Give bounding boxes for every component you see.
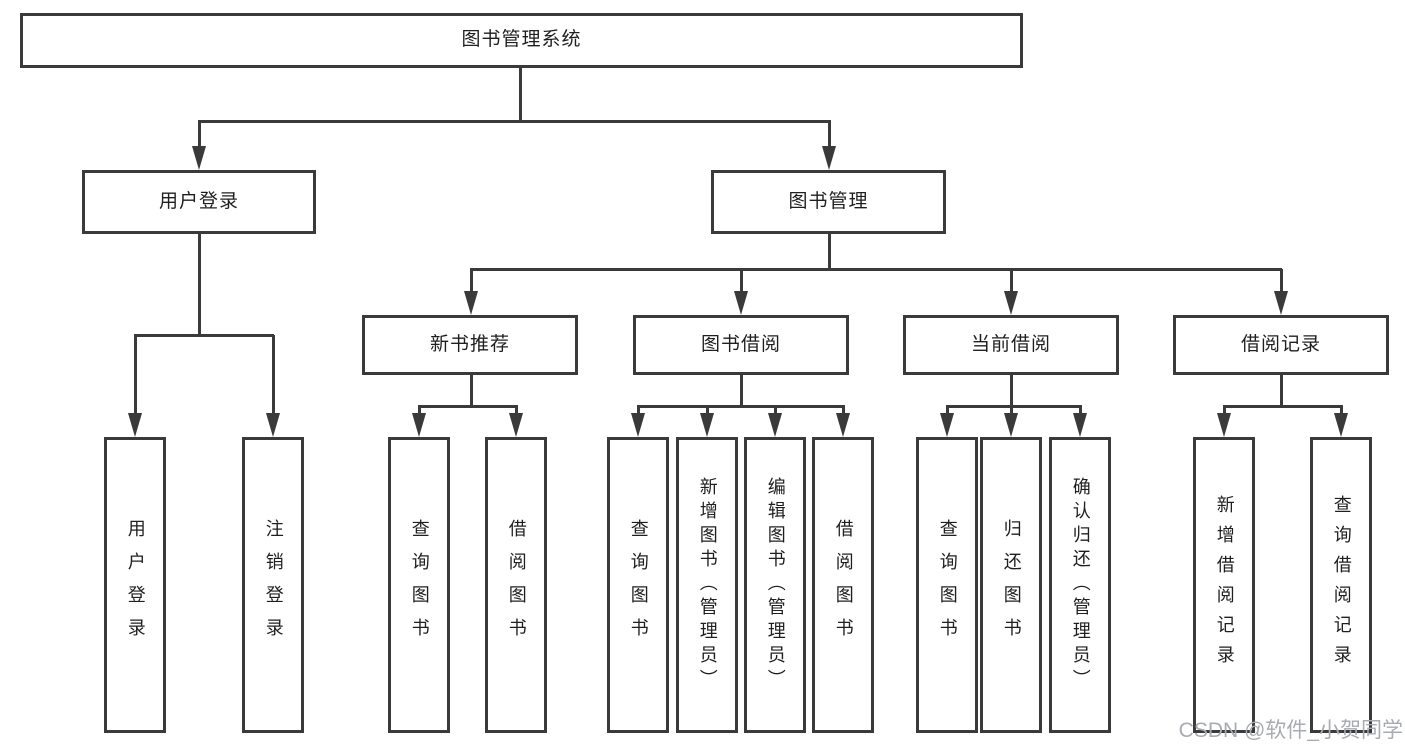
leaf-borrowing-borrow-books: 借阅图书 [812, 437, 874, 733]
connector-rail [418, 405, 518, 408]
connector-stem [1340, 406, 1343, 416]
node-new-book-recommendation: 新书推荐 [362, 315, 578, 375]
leaf-records-add-record-label: 新增借阅记录 [1214, 495, 1235, 675]
connector-stub [470, 374, 473, 407]
node-book-borrowing-label: 图书借阅 [700, 333, 781, 355]
arrow-down-icon [128, 413, 142, 437]
connector-stem [946, 406, 949, 416]
leaf-recommend-query-books-label: 查询图书 [409, 519, 430, 651]
connector-user-login-rail [134, 334, 274, 337]
arrow-down-icon [1217, 413, 1231, 437]
node-book-borrowing: 图书借阅 [633, 315, 849, 375]
connector-stem [774, 406, 777, 416]
node-borrowing-records-label: 借阅记录 [1240, 333, 1321, 355]
leaf-recommend-borrow-books-label: 借阅图书 [506, 519, 527, 651]
connector-root-stub [519, 68, 522, 121]
connector-stem [740, 269, 743, 293]
leaf-borrowing-query-books: 查询图书 [607, 437, 669, 733]
node-current-borrowing: 当前借阅 [903, 315, 1119, 375]
leaf-current-confirm-return-admin: 确认归还（管理员） [1049, 437, 1111, 733]
connector-user-login-stub [198, 233, 201, 335]
leaf-recommend-borrow-books: 借阅图书 [485, 437, 547, 733]
arrow-down-icon [1004, 413, 1018, 437]
arrow-down-icon [509, 413, 523, 437]
leaf-logout: 注销登录 [242, 437, 304, 733]
leaf-borrowing-edit-books-admin-label: 编辑图书（管理员） [765, 477, 786, 693]
connector-stub [1010, 374, 1013, 407]
connector-level3-rail [470, 268, 1282, 271]
connector-stem [515, 406, 518, 416]
leaf-recommend-query-books: 查询图书 [388, 437, 450, 733]
leaf-records-query-record: 查询借阅记录 [1310, 437, 1372, 733]
connector-rail [637, 405, 845, 408]
connector-stem [1223, 406, 1226, 416]
arrow-down-icon [822, 146, 836, 170]
leaf-current-return-books: 归还图书 [980, 437, 1042, 733]
arrow-down-icon [412, 413, 426, 437]
connector-stem [272, 335, 275, 415]
connector-stem [198, 121, 201, 148]
leaf-borrowing-borrow-books-label: 借阅图书 [833, 519, 854, 651]
arrow-down-icon [1004, 291, 1018, 315]
connector-rail [946, 405, 1082, 408]
node-user-login-label: 用户登录 [158, 190, 239, 212]
connector-stub [740, 374, 743, 407]
leaf-current-query-books-label: 查询图书 [937, 519, 958, 651]
leaf-logout-label: 注销登录 [263, 519, 284, 651]
node-library-system-label: 图书管理系统 [461, 29, 582, 51]
leaf-user-login: 用户登录 [104, 437, 166, 733]
connector-stem [842, 406, 845, 416]
arrow-down-icon [631, 413, 645, 437]
connector-stem [134, 335, 137, 415]
arrow-down-icon [266, 413, 280, 437]
leaf-records-add-record: 新增借阅记录 [1193, 437, 1255, 733]
arrow-down-icon [734, 291, 748, 315]
leaf-user-login-label: 用户登录 [125, 519, 146, 651]
arrow-down-icon [768, 413, 782, 437]
connector-stub [1280, 374, 1283, 407]
leaf-borrowing-edit-books-admin: 编辑图书（管理员） [744, 437, 806, 733]
arrow-down-icon [700, 413, 714, 437]
csdn-watermark: CSDN @软件_小贺同学 [1178, 719, 1403, 742]
connector-stem [1079, 406, 1082, 416]
connector-stem [1280, 269, 1283, 293]
node-borrowing-records: 借阅记录 [1173, 315, 1389, 375]
connector-stem [1010, 406, 1013, 416]
arrow-down-icon [1274, 291, 1288, 315]
node-book-management: 图书管理 [711, 170, 946, 234]
arrow-down-icon [940, 413, 954, 437]
node-library-system: 图书管理系统 [20, 13, 1023, 68]
node-new-book-recommendation-label: 新书推荐 [429, 333, 510, 355]
node-current-borrowing-label: 当前借阅 [970, 333, 1051, 355]
leaf-records-query-record-label: 查询借阅记录 [1331, 495, 1352, 675]
leaf-borrowing-add-books-admin-label: 新增图书（管理员） [697, 477, 718, 693]
arrow-down-icon [192, 146, 206, 170]
node-book-management-label: 图书管理 [788, 190, 869, 212]
leaf-current-query-books: 查询图书 [916, 437, 978, 733]
connector-stem [470, 269, 473, 293]
node-user-login: 用户登录 [82, 170, 316, 234]
arrow-down-icon [1334, 413, 1348, 437]
connector-stem [637, 406, 640, 416]
connector-stem [1010, 269, 1013, 293]
connector-book-mgmt-stub [828, 233, 831, 270]
connector-stem [418, 406, 421, 416]
arrow-down-icon [836, 413, 850, 437]
leaf-current-return-books-label: 归还图书 [1001, 519, 1022, 651]
connector-stem [828, 121, 831, 148]
arrow-down-icon [464, 291, 478, 315]
connector-rail [1223, 405, 1343, 408]
leaf-borrowing-add-books-admin: 新增图书（管理员） [676, 437, 738, 733]
connector-stem [706, 406, 709, 416]
leaf-current-confirm-return-admin-label: 确认归还（管理员） [1070, 477, 1091, 693]
leaf-borrowing-query-books-label: 查询图书 [628, 519, 649, 651]
connector-level2-rail [198, 120, 831, 123]
arrow-down-icon [1073, 413, 1087, 437]
